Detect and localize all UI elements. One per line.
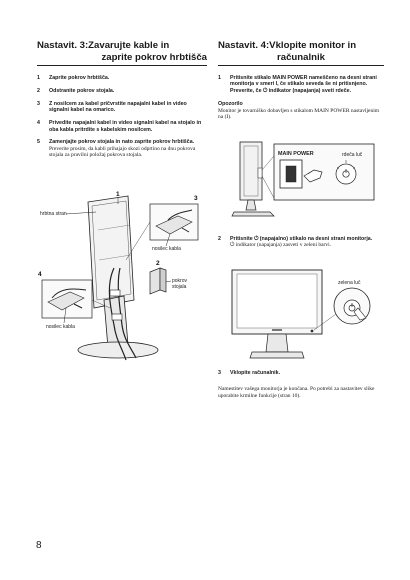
title-line-1: Nastavit. 4:Vklopite monitor in xyxy=(218,40,357,51)
note-title: Opozorilo xyxy=(218,101,243,108)
label-hrbtna-stran: hrbtna stran xyxy=(40,211,67,217)
step-number: 1 xyxy=(37,75,40,81)
left-column: Nastavit. 3:Zavarujte kable in zaprite p… xyxy=(37,40,207,158)
label-rdeca-luc: rdeča luč xyxy=(342,152,363,158)
right-column-final: 3 Vklopite računalnik. Namestitev vašega… xyxy=(218,370,384,399)
step-text: Odstranite pokrov stojala. xyxy=(49,87,115,94)
step-number: 2 xyxy=(218,236,221,242)
title-line-1: Nastavit. 3:Zavarujte kable in xyxy=(37,40,170,51)
cable-routing-figure: 1 hrbtna stran 3 nosilec kabla 2 pokrov … xyxy=(36,190,208,370)
note-body: Monitor je tovarniško dobavljen s stikal… xyxy=(218,107,380,120)
step-item: 5 Zamenjajte pokrov stojala in nato zapr… xyxy=(37,139,207,158)
label-nosilec-kabla-left: nosilec kabla xyxy=(46,324,75,330)
main-power-figure: MAIN POWER rdeča luč xyxy=(230,140,380,220)
step-item: 1 Pritisnite stikalo MAIN POWER nameščen… xyxy=(218,75,384,94)
section-title-step3: Nastavit. 3:Zavarujte kable in zaprite p… xyxy=(37,40,207,63)
label-zelena-luc: zelena luč xyxy=(338,280,361,286)
step-text: Vklopite računalnik. xyxy=(230,370,281,376)
step-number: 4 xyxy=(37,120,40,127)
right-column-lower: 2 Pritisnite ⏻ (napajalno) stikalo na de… xyxy=(218,236,384,249)
front-monitor-figure: zelena luč xyxy=(228,268,378,364)
label-nosilec-kabla-right: nosilec kabla xyxy=(152,246,181,252)
step-text: Privedite napajalni kabel in video signa… xyxy=(49,120,202,133)
section-title-step4: Nastavit. 4:Vklopite monitor in računaln… xyxy=(218,40,384,63)
step-text: Zaprite pokrov hrbtišča. xyxy=(49,75,110,81)
figure-number-3: 3 xyxy=(194,195,198,202)
label-pokrov-stojala-2: stojala xyxy=(172,284,187,290)
title-line-2: računalnik xyxy=(277,51,325,63)
label-main-power: MAIN POWER xyxy=(278,151,314,157)
page-number: 8 xyxy=(36,540,42,551)
title-line-2: zaprite pokrov hrbtišča xyxy=(101,51,207,63)
step-text: Pritisnite ⏻ (napajalno) stikalo na desn… xyxy=(230,236,373,242)
step-item: 3 Vklopite računalnik. xyxy=(218,370,384,376)
figure-number-1: 1 xyxy=(116,191,120,198)
right-column: Nastavit. 4:Vklopite monitor in računaln… xyxy=(218,40,384,120)
step-item: 3 Z nosilcem za kabel pričvrstite napaja… xyxy=(37,101,207,114)
step-number: 1 xyxy=(218,75,221,81)
step-item: 2 Pritisnite ⏻ (napajalno) stikalo na de… xyxy=(218,236,384,249)
title-rule xyxy=(37,65,207,66)
figure-number-2: 2 xyxy=(156,260,160,267)
figure-number-4: 4 xyxy=(38,271,42,278)
step-number: 2 xyxy=(37,87,40,94)
step-item: 1 Zaprite pokrov hrbtišča. xyxy=(37,75,207,81)
step-item: 4 Privedite napajalni kabel in video sig… xyxy=(37,120,207,133)
closing-paragraph: Namestitev vašega monitorja je končana. … xyxy=(218,386,375,399)
step-subtext: ⏻ indikator (napajanja) zasveti v zeleni… xyxy=(230,242,332,249)
step-number: 5 xyxy=(37,139,40,146)
step-item: 2 Odstranite pokrov stojala. xyxy=(37,88,207,94)
step-text: Zamenjajte pokrov stojala in nato zaprit… xyxy=(49,139,195,146)
step-text: Pritisnite stikalo MAIN POWER nameščeno … xyxy=(230,75,377,94)
step-number: 3 xyxy=(37,100,40,107)
step-number: 3 xyxy=(218,370,221,376)
step-subtext: Preverite prosim, da kabli prihajajo sko… xyxy=(49,145,196,159)
title-rule xyxy=(218,65,384,66)
step-text: Z nosilcem za kabel pričvrstite napajaln… xyxy=(49,100,187,114)
label-pokrov-stojala-1: pokrov xyxy=(172,278,188,284)
